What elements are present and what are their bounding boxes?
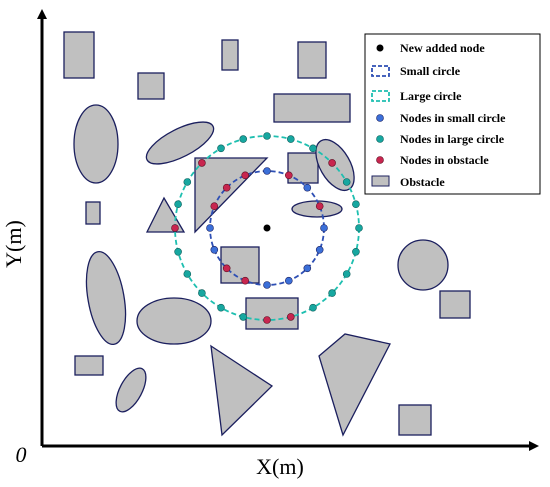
node-in-large-circle — [342, 270, 351, 278]
x-axis-label: X(m) — [256, 454, 304, 479]
legend-obstacle-marker — [371, 175, 390, 187]
legend-new-node-label: New added node — [400, 41, 485, 55]
node-in-small-circle — [206, 224, 214, 232]
node-in-obstacle — [222, 264, 231, 273]
node-in-small-circle — [303, 264, 312, 273]
node-in-large-circle — [352, 200, 360, 208]
obstacle-rect — [63, 31, 95, 79]
node-in-small-circle — [320, 224, 328, 232]
legend-large-node-marker — [376, 135, 384, 143]
obstacle-ellipse — [291, 200, 343, 218]
legend-large-circle-label: Large circle — [400, 89, 462, 103]
obstacle-triangle — [210, 344, 274, 437]
node-in-large-circle — [309, 144, 317, 153]
node-in-small-circle — [303, 183, 312, 192]
obstacle-ellipse — [136, 297, 212, 345]
node-in-obstacle — [222, 183, 231, 192]
obstacle-ellipse — [85, 250, 127, 346]
obstacle-rect — [287, 152, 319, 184]
node-in-obstacle — [198, 159, 206, 167]
node-in-large-circle — [217, 144, 225, 153]
node-in-large-circle — [352, 248, 360, 256]
node-in-obstacle — [286, 313, 295, 321]
legend-new-node-marker — [376, 44, 384, 52]
node-in-obstacle — [210, 202, 219, 210]
node-in-large-circle — [263, 132, 271, 140]
obstacle-ellipse — [115, 367, 147, 413]
node-in-small-circle — [263, 167, 271, 175]
obstacle-rect — [439, 290, 471, 319]
legend-large-circle-marker — [371, 90, 390, 102]
node-in-large-circle — [217, 303, 225, 312]
obstacle-triangle — [194, 157, 269, 234]
node-in-small-circle — [284, 276, 293, 285]
legend-large-node-label: Nodes in large circle — [400, 132, 505, 146]
obstacle-rect — [398, 404, 432, 436]
obstacle-rect — [221, 39, 239, 71]
node-in-large-circle — [239, 135, 247, 143]
y-axis-label: Y(m) — [1, 220, 26, 268]
new-added-node — [263, 224, 271, 232]
node-in-large-circle — [183, 270, 192, 278]
legend-obstacle-node-marker — [376, 156, 384, 164]
node-in-large-circle — [183, 178, 192, 186]
obstacle-rect — [74, 355, 104, 376]
node-in-obstacle — [241, 171, 249, 180]
obstacle-triangle — [145, 196, 186, 233]
small-circle-nodes — [206, 167, 328, 289]
obstacle-quadrilateral — [318, 333, 391, 437]
legend-small-node-label: Nodes in small circle — [400, 111, 506, 125]
obstacle-circle — [397, 239, 449, 291]
node-in-small-circle — [315, 246, 324, 254]
node-in-large-circle — [355, 224, 363, 232]
legend-small-circle-marker — [371, 65, 390, 77]
large-circle-nodes — [171, 132, 363, 324]
node-in-obstacle — [284, 171, 293, 180]
origin-label: 0 — [16, 442, 27, 467]
obstacle-rect — [273, 93, 351, 123]
legend-obstacle-label: Obstacle — [400, 175, 445, 189]
node-in-large-circle — [174, 248, 182, 256]
node-in-obstacle — [328, 159, 336, 167]
node-in-obstacle — [263, 316, 271, 324]
node-in-large-circle — [174, 200, 182, 208]
node-in-large-circle — [239, 313, 247, 321]
node-in-obstacle — [171, 224, 179, 232]
node-in-obstacle — [315, 202, 324, 210]
obstacle-rect — [85, 201, 101, 225]
legend: New added node Small circle Large circle… — [364, 33, 541, 195]
legend-box — [364, 33, 541, 195]
obstacle-rect — [297, 41, 327, 79]
obstacle-rect — [137, 72, 165, 100]
node-in-obstacle — [241, 276, 249, 285]
obstacle-ellipse — [73, 104, 119, 184]
node-in-small-circle — [263, 281, 271, 289]
node-in-small-circle — [210, 246, 219, 254]
node-in-large-circle — [286, 135, 295, 143]
obstacles-group — [63, 31, 471, 437]
legend-small-node-marker — [376, 114, 384, 122]
legend-small-circle-label: Small circle — [400, 64, 461, 78]
obstacle-ellipse — [145, 121, 215, 165]
node-in-large-circle — [342, 178, 351, 186]
node-in-large-circle — [328, 289, 336, 297]
node-in-large-circle — [198, 289, 206, 297]
node-in-large-circle — [309, 303, 317, 312]
legend-obstacle-node-label: Nodes in obstacle — [400, 153, 489, 167]
